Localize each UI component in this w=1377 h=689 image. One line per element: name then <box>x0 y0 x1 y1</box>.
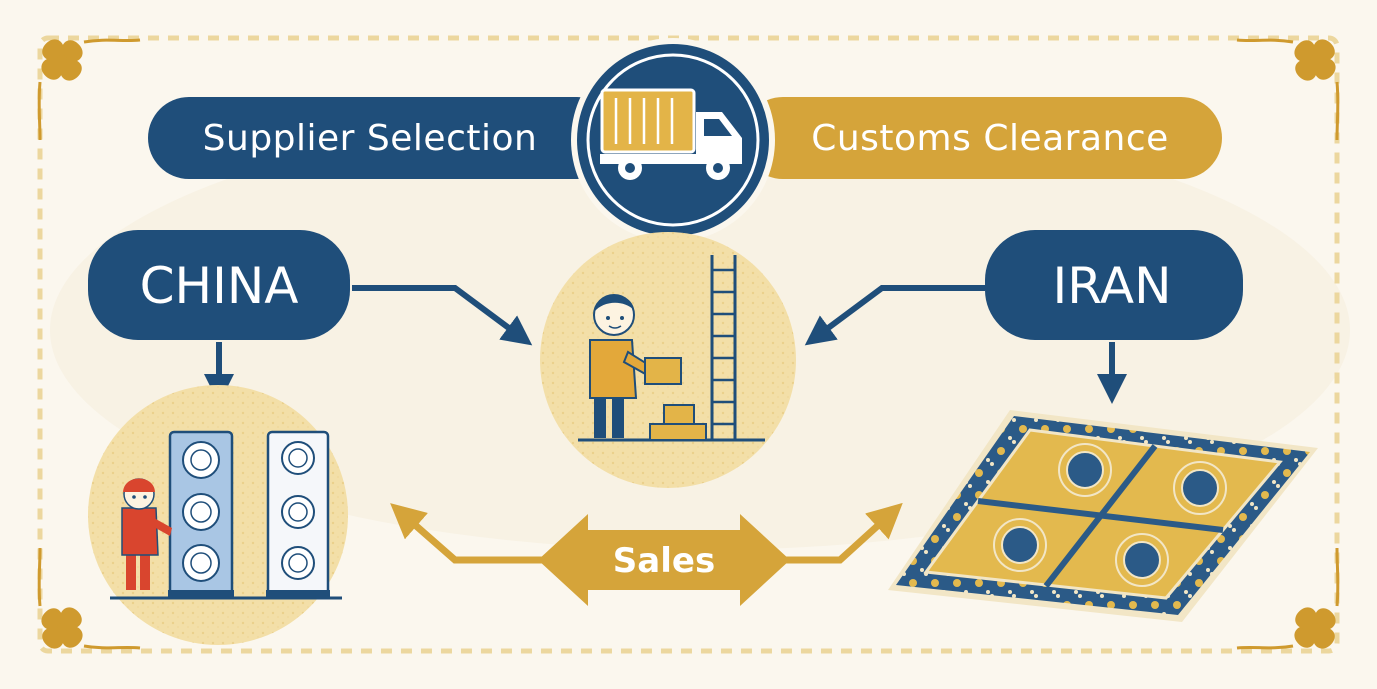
sales-right-connector <box>780 502 903 564</box>
corner-ornament-bottom-right <box>1236 547 1340 650</box>
dashed-frame <box>37 35 1340 654</box>
china-pill <box>88 230 350 340</box>
iran-label: IRAN <box>1052 257 1171 315</box>
sales-double-arrow <box>538 514 790 606</box>
china-to-center-arrow <box>352 285 533 346</box>
iran-to-center-arrow <box>804 285 985 346</box>
customs-clearance-label: Customs Clearance <box>811 118 1169 159</box>
sales-label: Sales <box>613 541 715 581</box>
iran-pill <box>985 230 1243 340</box>
persian-carpet-icon <box>888 410 1318 622</box>
corner-ornament-top-right <box>1236 38 1340 141</box>
supplier-selection-label: Supplier Selection <box>203 118 538 159</box>
air-conditioner-units-icon <box>88 385 348 645</box>
china-label: CHINA <box>140 257 299 315</box>
sales-left-connector <box>390 503 565 564</box>
corner-ornament-bottom-left <box>37 547 141 650</box>
customs-clearance-pill <box>742 97 1222 179</box>
supplier-selection-pill <box>148 97 618 179</box>
corner-ornament-top-left <box>37 38 141 141</box>
worker-stacking-boxes-icon <box>540 232 796 488</box>
delivery-truck-icon <box>571 38 775 242</box>
